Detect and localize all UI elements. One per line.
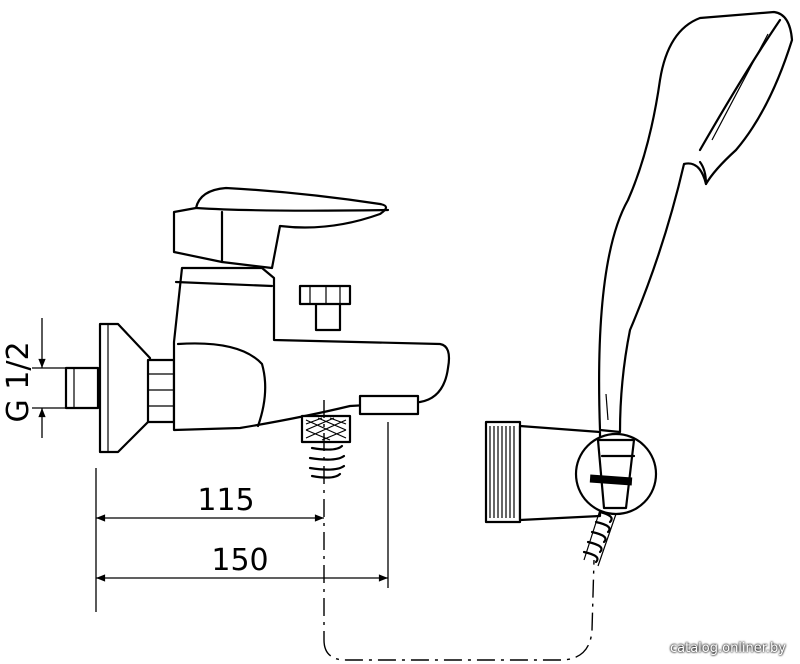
center-lines — [32, 367, 595, 661]
hose-outlet — [300, 414, 352, 479]
hand-shower — [598, 10, 794, 434]
watermark: catalog.onliner.by — [669, 641, 786, 656]
dimension-150-label: 150 — [211, 543, 268, 578]
shower-holder — [484, 420, 658, 524]
dimension-115-label: 115 — [197, 483, 254, 518]
thread-size-label: G 1/2 — [1, 341, 36, 422]
shower-hose — [582, 509, 617, 567]
dimension-lines — [38, 318, 388, 582]
lever-handle — [172, 186, 390, 270]
mixer-body — [64, 266, 451, 454]
